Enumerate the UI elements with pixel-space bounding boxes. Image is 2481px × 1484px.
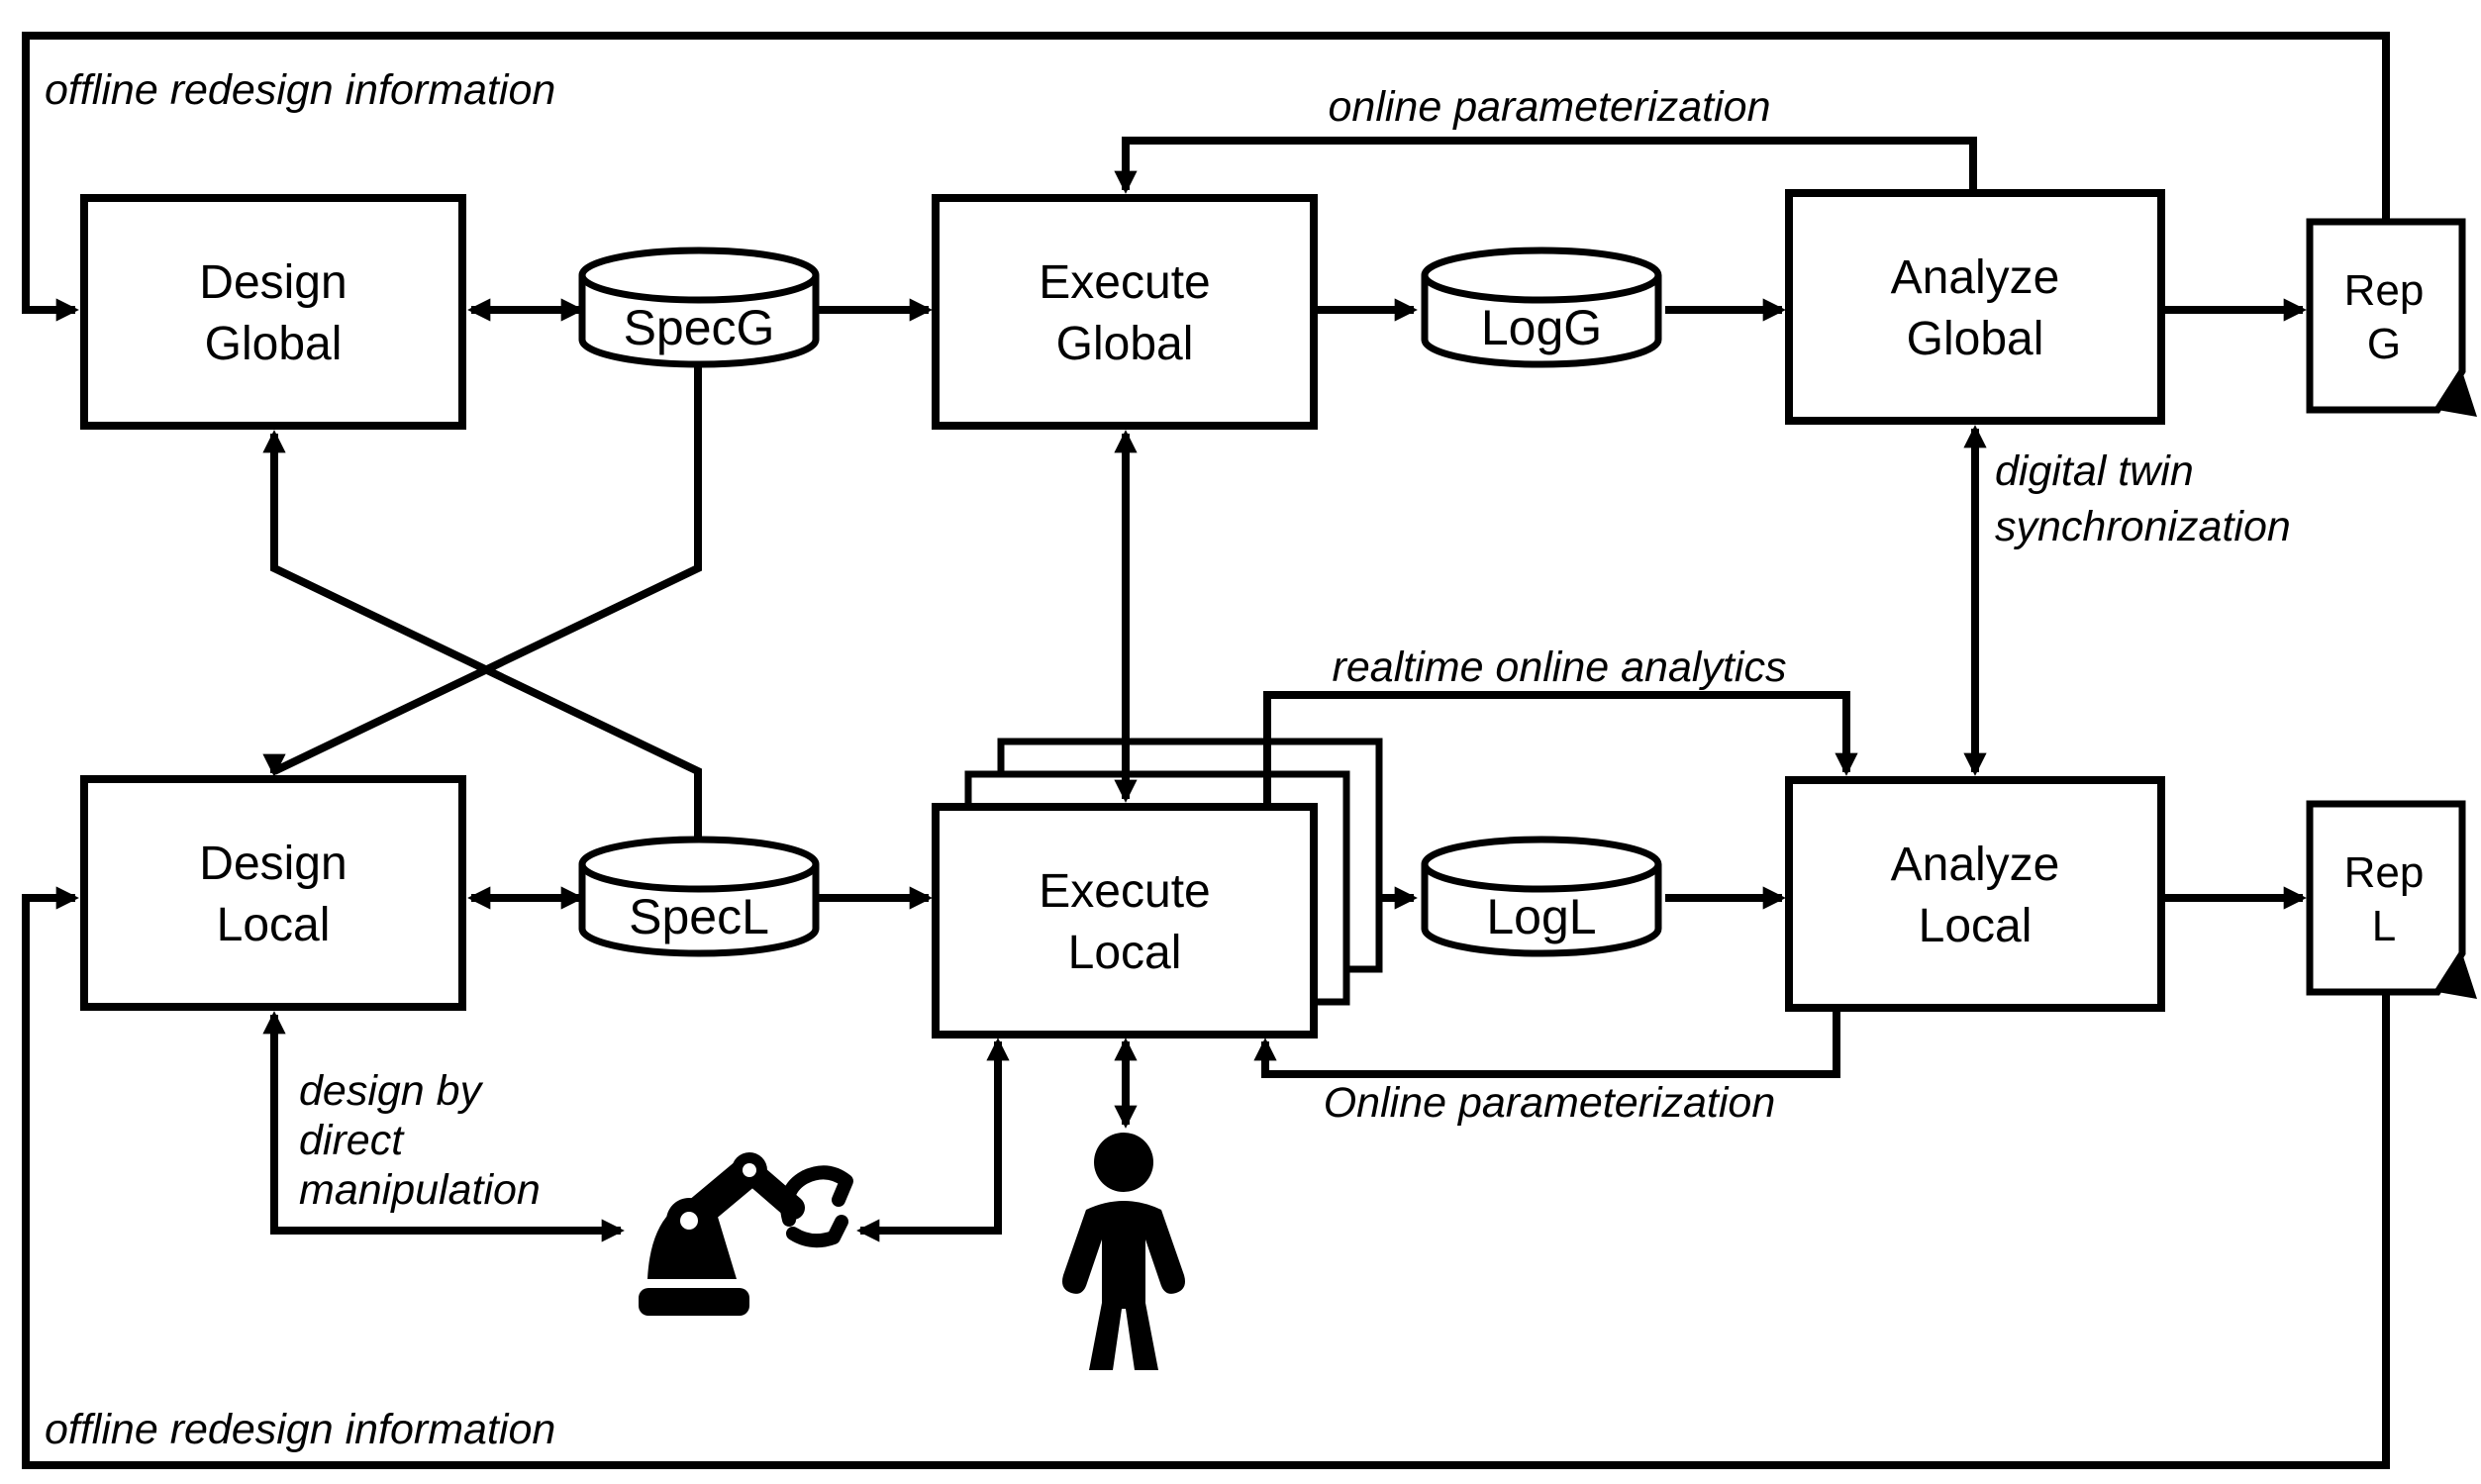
offline-redesign-local-connector bbox=[22, 886, 2390, 1469]
design-global-specl-connector bbox=[262, 430, 702, 840]
person-head bbox=[1094, 1133, 1153, 1192]
specg-datastore: SpecG bbox=[578, 247, 820, 368]
offline-redesign-global-label: offline redesign information bbox=[45, 66, 555, 114]
digital-twin-sync-label-line2: synchronization bbox=[1995, 503, 2291, 550]
design-global-box bbox=[80, 194, 466, 430]
specg-label: SpecG bbox=[624, 300, 775, 355]
robot-shoulder-joint-center bbox=[680, 1212, 698, 1230]
logg-cylinder-top bbox=[1421, 247, 1662, 304]
specl-cylinder-top bbox=[578, 836, 820, 893]
robot-elbow-joint-center bbox=[743, 1163, 756, 1177]
repg-document-dogear bbox=[2437, 371, 2477, 417]
robot-base-plinth bbox=[639, 1288, 749, 1316]
robot-gripper-upper-jaw bbox=[780, 1165, 853, 1227]
online-parameterization-local-connector bbox=[1253, 1008, 1840, 1078]
logl-label: LogL bbox=[1486, 889, 1596, 944]
execute-global-box bbox=[932, 194, 1318, 430]
offline-redesign-global-connector bbox=[22, 32, 2390, 322]
design-local-label-line1: Design bbox=[199, 838, 347, 890]
repl-document-body bbox=[2306, 800, 2466, 996]
person-icon bbox=[1062, 1133, 1185, 1370]
offline-redesign-local-label: offline redesign information bbox=[45, 1406, 555, 1453]
design-by-direct-manipulation-label-line3: manipulation bbox=[299, 1166, 541, 1214]
online-parameterization-global-label: online parameterization bbox=[1329, 83, 1771, 131]
execute-local-box bbox=[932, 803, 1318, 1039]
repl-document-dogear bbox=[2437, 953, 2477, 999]
execute-local-label-line2: Local bbox=[1068, 927, 1182, 979]
design-global-label-line1: Design bbox=[199, 256, 347, 309]
specl-datastore: SpecL bbox=[578, 836, 820, 957]
analyze-global-label-line2: Global bbox=[1907, 313, 2044, 365]
execute-global-label-line1: Execute bbox=[1039, 256, 1210, 309]
person-body bbox=[1062, 1201, 1185, 1370]
design-by-direct-manipulation-connector bbox=[262, 1011, 625, 1242]
repl-label-line1: Rep bbox=[2344, 848, 2425, 897]
logg-label: LogG bbox=[1481, 300, 1602, 355]
repg-document-body bbox=[2306, 218, 2466, 414]
realtime-online-analytics-label: realtime online analytics bbox=[1333, 643, 1787, 691]
analyze-global-label-line1: Analyze bbox=[1891, 251, 2060, 304]
realtime-online-analytics-connector bbox=[1263, 691, 1858, 807]
analyze-global-box bbox=[1785, 189, 2165, 425]
analyze-local-box bbox=[1785, 776, 2165, 1012]
specl-label: SpecL bbox=[629, 889, 769, 944]
design-local-label-line2: Local bbox=[217, 899, 331, 951]
analyze-local-label-line1: Analyze bbox=[1891, 839, 2060, 891]
logl-datastore: LogL bbox=[1421, 836, 1662, 957]
design-by-direct-manipulation-label-line2: direct bbox=[299, 1117, 405, 1164]
online-parameterization-local-label: Online parameterization bbox=[1324, 1079, 1776, 1127]
execute-global-label-line2: Global bbox=[1056, 318, 1194, 370]
execute-local-label-line1: Execute bbox=[1039, 865, 1210, 918]
execute-local-robot-connector bbox=[856, 1038, 1010, 1242]
logg-datastore: LogG bbox=[1421, 247, 1662, 368]
repl-document: Rep L bbox=[2306, 800, 2477, 999]
digital-twin-sync-label-line1: digital twin bbox=[1995, 447, 2194, 495]
logl-cylinder-top bbox=[1421, 836, 1662, 893]
specg-cylinder-top bbox=[578, 247, 820, 304]
robot-gripper-lower-jaw bbox=[786, 1215, 848, 1248]
design-global-label-line2: Global bbox=[205, 318, 343, 370]
repg-document: Rep G bbox=[2306, 218, 2477, 417]
online-parameterization-global-connector bbox=[1114, 137, 1977, 195]
robot-arm-icon bbox=[639, 1152, 853, 1316]
design-by-direct-manipulation-label-line1: design by bbox=[299, 1067, 484, 1115]
analyze-local-label-line2: Local bbox=[1919, 900, 2033, 952]
design-local-box bbox=[80, 775, 466, 1011]
repg-label-line1: Rep bbox=[2344, 266, 2425, 315]
repg-label-line2: G bbox=[2367, 320, 2401, 368]
repl-label-line2: L bbox=[2372, 902, 2396, 950]
